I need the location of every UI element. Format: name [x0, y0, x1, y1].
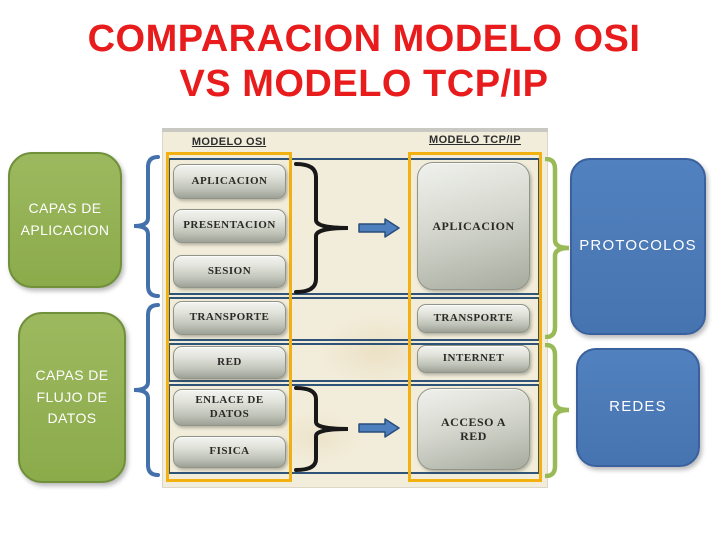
osi-layer-aplicacion: APLICACION: [173, 164, 286, 199]
osi-layer-sesion: SESION: [173, 255, 286, 288]
slide-title: COMPARACION MODELO OSI VS MODELO TCP/IP: [0, 17, 728, 107]
label-capas-de-aplicacion: CAPAS DE APLICACION: [8, 152, 122, 288]
slide-title-line1: COMPARACION MODELO OSI: [87, 18, 641, 60]
map-to-acceso-arrow-icon: [358, 418, 400, 438]
osi-column-header: MODELO OSI: [191, 136, 267, 148]
osi-bottom-group-brace-icon: [294, 386, 349, 472]
capas-aplicacion-brace-icon: [133, 155, 160, 298]
slide-title-line2: VS MODELO TCP/IP: [179, 63, 549, 105]
osi-layer-fisica: FISICA: [173, 436, 286, 468]
tcp-layer-acceso-a-red: ACCESO A RED: [417, 388, 530, 470]
comparison-panel: MODELO OSI MODELO TCP/IP APLICACION PRES…: [162, 128, 548, 488]
tcp-column-header: MODELO TCP/IP: [429, 134, 521, 146]
redes-brace-icon: [545, 343, 570, 478]
tcp-column-frame: [408, 152, 542, 482]
protocolos-brace-icon: [545, 157, 570, 339]
capas-flujo-brace-icon: [133, 303, 160, 477]
osi-top-group-brace-icon: [294, 162, 349, 294]
osi-column-frame: [166, 152, 292, 482]
osi-layer-red: RED: [173, 346, 286, 379]
label-protocolos: PROTOCOLOS: [570, 158, 706, 335]
osi-layer-enlace-de-datos: ENLACE DE DATOS: [173, 389, 286, 426]
tcp-layer-internet: INTERNET: [417, 345, 530, 373]
osi-layer-transporte: TRANSPORTE: [173, 301, 286, 335]
tcp-layer-aplicacion: APLICACION: [417, 162, 530, 290]
panel-top-edge: [162, 128, 548, 132]
osi-layer-presentacion: PRESENTACION: [173, 209, 286, 243]
map-to-aplicacion-arrow-icon: [358, 218, 400, 238]
label-redes: REDES: [576, 348, 700, 467]
label-capas-de-flujo-de-datos: CAPAS DE FLUJO DE DATOS: [18, 312, 126, 483]
tcp-layer-transporte: TRANSPORTE: [417, 304, 530, 333]
